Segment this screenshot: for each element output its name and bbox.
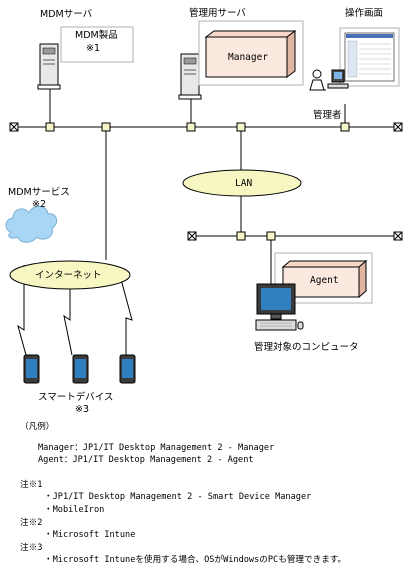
note1-item: ・JP1/IT Desktop Management 2 - Smart Dev… — [44, 492, 312, 503]
legend-manager-line: Manager：JP1/IT Desktop Management 2 - Ma… — [38, 442, 275, 453]
node-square — [45, 122, 55, 132]
node-square — [101, 122, 111, 132]
wireless-link-2 — [63, 275, 73, 356]
lan-label: LAN — [235, 178, 253, 189]
terminator-icon — [393, 231, 403, 241]
mgmt-server-icon — [178, 53, 202, 100]
operation-screen-label: 操作画面 — [345, 8, 384, 19]
node-square — [340, 122, 350, 132]
mdm-server-icon — [37, 43, 61, 90]
mdm-service-label: MDMサービス — [8, 187, 70, 198]
note2-heading: 注※2 — [20, 517, 43, 528]
computer-icon — [255, 283, 304, 331]
network-diagram — [5, 20, 403, 384]
node-square — [236, 231, 246, 241]
lan-ellipse — [182, 169, 302, 197]
note1-item: ・MobileIron — [44, 504, 105, 515]
administrator-label: 管理者 — [313, 110, 342, 121]
note3-heading: 注※3 — [20, 542, 43, 553]
mgmt-server-label: 管理用サーバ — [189, 8, 246, 19]
mdm-product-box — [60, 26, 134, 63]
manager-box-icon — [204, 30, 297, 78]
terminator-icon — [393, 122, 403, 132]
note3-item: ・Microsoft Intuneを使用する場合、OSがWindowsのPCも管… — [44, 555, 347, 566]
internet-label: インターネット — [35, 270, 102, 281]
agent-box-icon — [281, 259, 368, 299]
node-square — [266, 231, 276, 241]
operation-screen-icon — [344, 32, 395, 82]
terminator-icon — [187, 231, 197, 241]
cloud-icon — [5, 205, 58, 243]
note1-heading: 注※1 — [20, 479, 43, 490]
note2-item: ・Microsoft Intune — [44, 530, 136, 541]
mdm-product-label: MDM製品 — [75, 30, 118, 41]
smartphone-icon — [119, 354, 136, 384]
internet-ellipse — [9, 260, 131, 290]
smart-devices-note: ※3 — [75, 404, 90, 415]
wireless-link-1 — [17, 265, 27, 356]
legend-title: （凡例） — [20, 422, 55, 432]
mdm-service-note: ※2 — [32, 199, 47, 210]
smartphone-icon — [23, 354, 40, 384]
wireless-link-3 — [117, 267, 133, 355]
node-square — [236, 122, 246, 132]
administrator-icon — [309, 69, 349, 91]
mdm-server-label: MDMサーバ — [40, 9, 93, 20]
managed-computer-label: 管理対象のコンピュータ — [254, 342, 359, 353]
terminator-icon — [9, 122, 19, 132]
manager-label: Manager — [228, 52, 269, 63]
legend: （凡例） Manager：JP1/IT Desktop Management 2… — [20, 422, 405, 568]
legend-agent-line: Agent：JP1/IT Desktop Management 2 - Agen… — [38, 455, 254, 466]
smart-devices-label: スマートデバイス — [38, 392, 114, 403]
agent-label: Agent — [310, 275, 339, 286]
mdm-product-note: ※1 — [86, 43, 101, 54]
smartphone-icon — [72, 354, 89, 384]
node-square — [186, 122, 196, 132]
